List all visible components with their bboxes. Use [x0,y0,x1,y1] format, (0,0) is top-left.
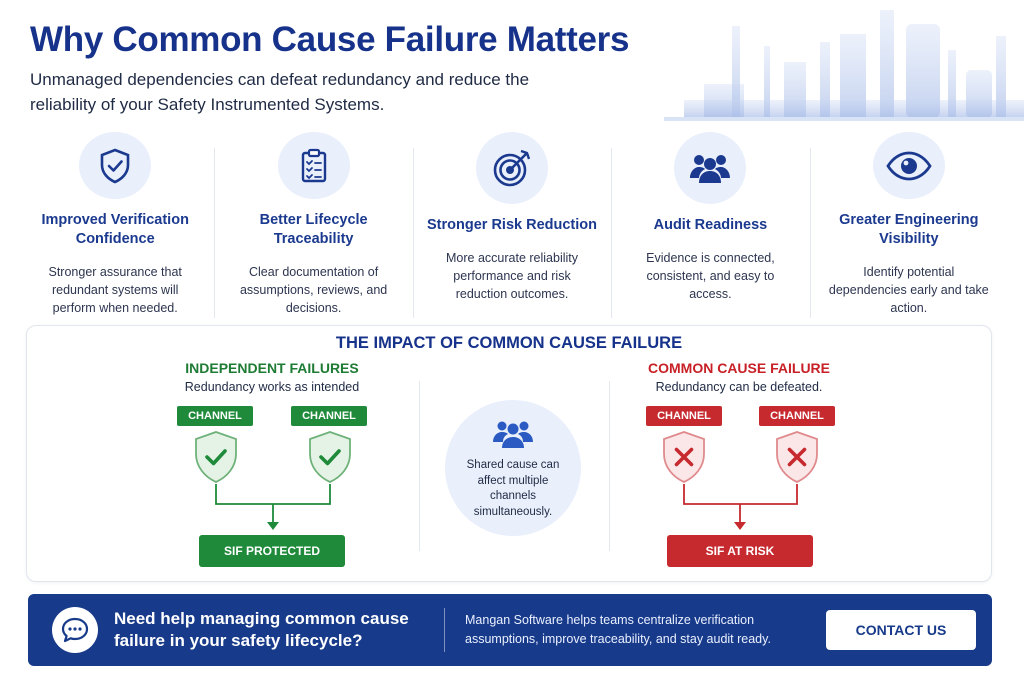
independent-subtitle: Redundancy works as intended [184,380,360,394]
common-channel-2-label: CHANNEL 2 [759,406,835,442]
team-icon [493,421,533,448]
benefit-title: Improved Verification Confidence [41,212,189,247]
benefit-title: Stronger Risk Reduction [427,217,598,233]
independent-channel-2-label: CHANNEL 2 [291,406,367,442]
divider [419,381,420,551]
benefit-title: Better Lifecycle Traceability [259,212,368,247]
shield-x-icon [663,431,705,483]
divider [609,381,610,551]
common-channel-1-label: CHANNEL 1 [646,406,722,442]
independent-connector-lines [215,484,331,530]
page-title: Why Common Cause Failure Matters [30,20,630,59]
impact-panel: THE IMPACT OF COMMON CAUSE FAILURE INDEP… [26,325,992,582]
contact-banner: Need help managing common cause failure … [28,594,992,666]
benefit-description: Identify potential dependencies early an… [828,265,989,315]
target-icon [476,132,549,204]
benefit-description: More accurate reliability performance an… [446,251,579,301]
contact-us-button[interactable]: CONTACT US [826,610,976,650]
eye-icon [872,132,945,199]
contact-description: Mangan Software helps teams centralize v… [465,613,771,646]
common-cause-failure-section: COMMON CAUSE FAILURE Redundancy can be d… [569,360,909,394]
benefit-description: Clear documentation of assumptions, revi… [239,265,388,315]
industrial-plant-illustration [664,10,1024,121]
benefit-card: Greater Engineering Visibility Identify … [809,132,1008,318]
benefit-description: Stronger assurance that redundant system… [48,265,182,315]
impact-title: THE IMPACT OF COMMON CAUSE FAILURE [335,334,683,352]
shield-check-icon [79,132,152,199]
shared-cause-bubble: Shared cause can affect multiple channel… [445,400,581,536]
benefit-card: Audit Readiness Evidence is connected, c… [611,132,809,318]
shield-check-icon [195,431,237,483]
chat-bubble-icon [52,607,98,653]
page-subtitle: Unmanaged dependencies can defeat redund… [30,70,530,114]
shared-cause-text: Shared cause can affect multiple channel… [466,459,560,518]
independent-title: INDEPENDENT FAILURES [185,360,359,376]
team-icon [674,132,747,204]
common-cause-subtitle: Redundancy can be defeated. [655,380,823,394]
benefit-card: Better Lifecycle Traceability Clear docu… [214,132,412,318]
benefit-title: Audit Readiness [653,217,768,233]
independent-failures-section: INDEPENDENT FAILURES Redundancy works as… [102,360,442,394]
sif-at-risk-status: SIF AT RISK [667,535,813,567]
sif-protected-status: SIF PROTECTED [199,535,345,567]
shield-x-icon [776,431,818,483]
benefit-title: Greater Engineering Visibility [839,212,979,247]
benefit-card: Stronger Risk Reduction More accurate re… [412,132,611,318]
shield-check-icon [309,431,351,483]
independent-channel-1-label: CHANNEL 1 [177,406,253,442]
clipboard-checklist-icon [277,132,350,199]
benefit-card: Improved Verification Confidence Stronge… [16,132,214,317]
benefits-row: Improved Verification Confidence Stronge… [16,132,1008,318]
common-cause-connector-lines [683,484,798,530]
contact-heading: Need help managing common cause failure … [114,609,409,650]
common-cause-title: COMMON CAUSE FAILURE [648,360,830,376]
benefit-description: Evidence is connected, consistent, and e… [646,251,775,301]
divider [444,608,445,652]
